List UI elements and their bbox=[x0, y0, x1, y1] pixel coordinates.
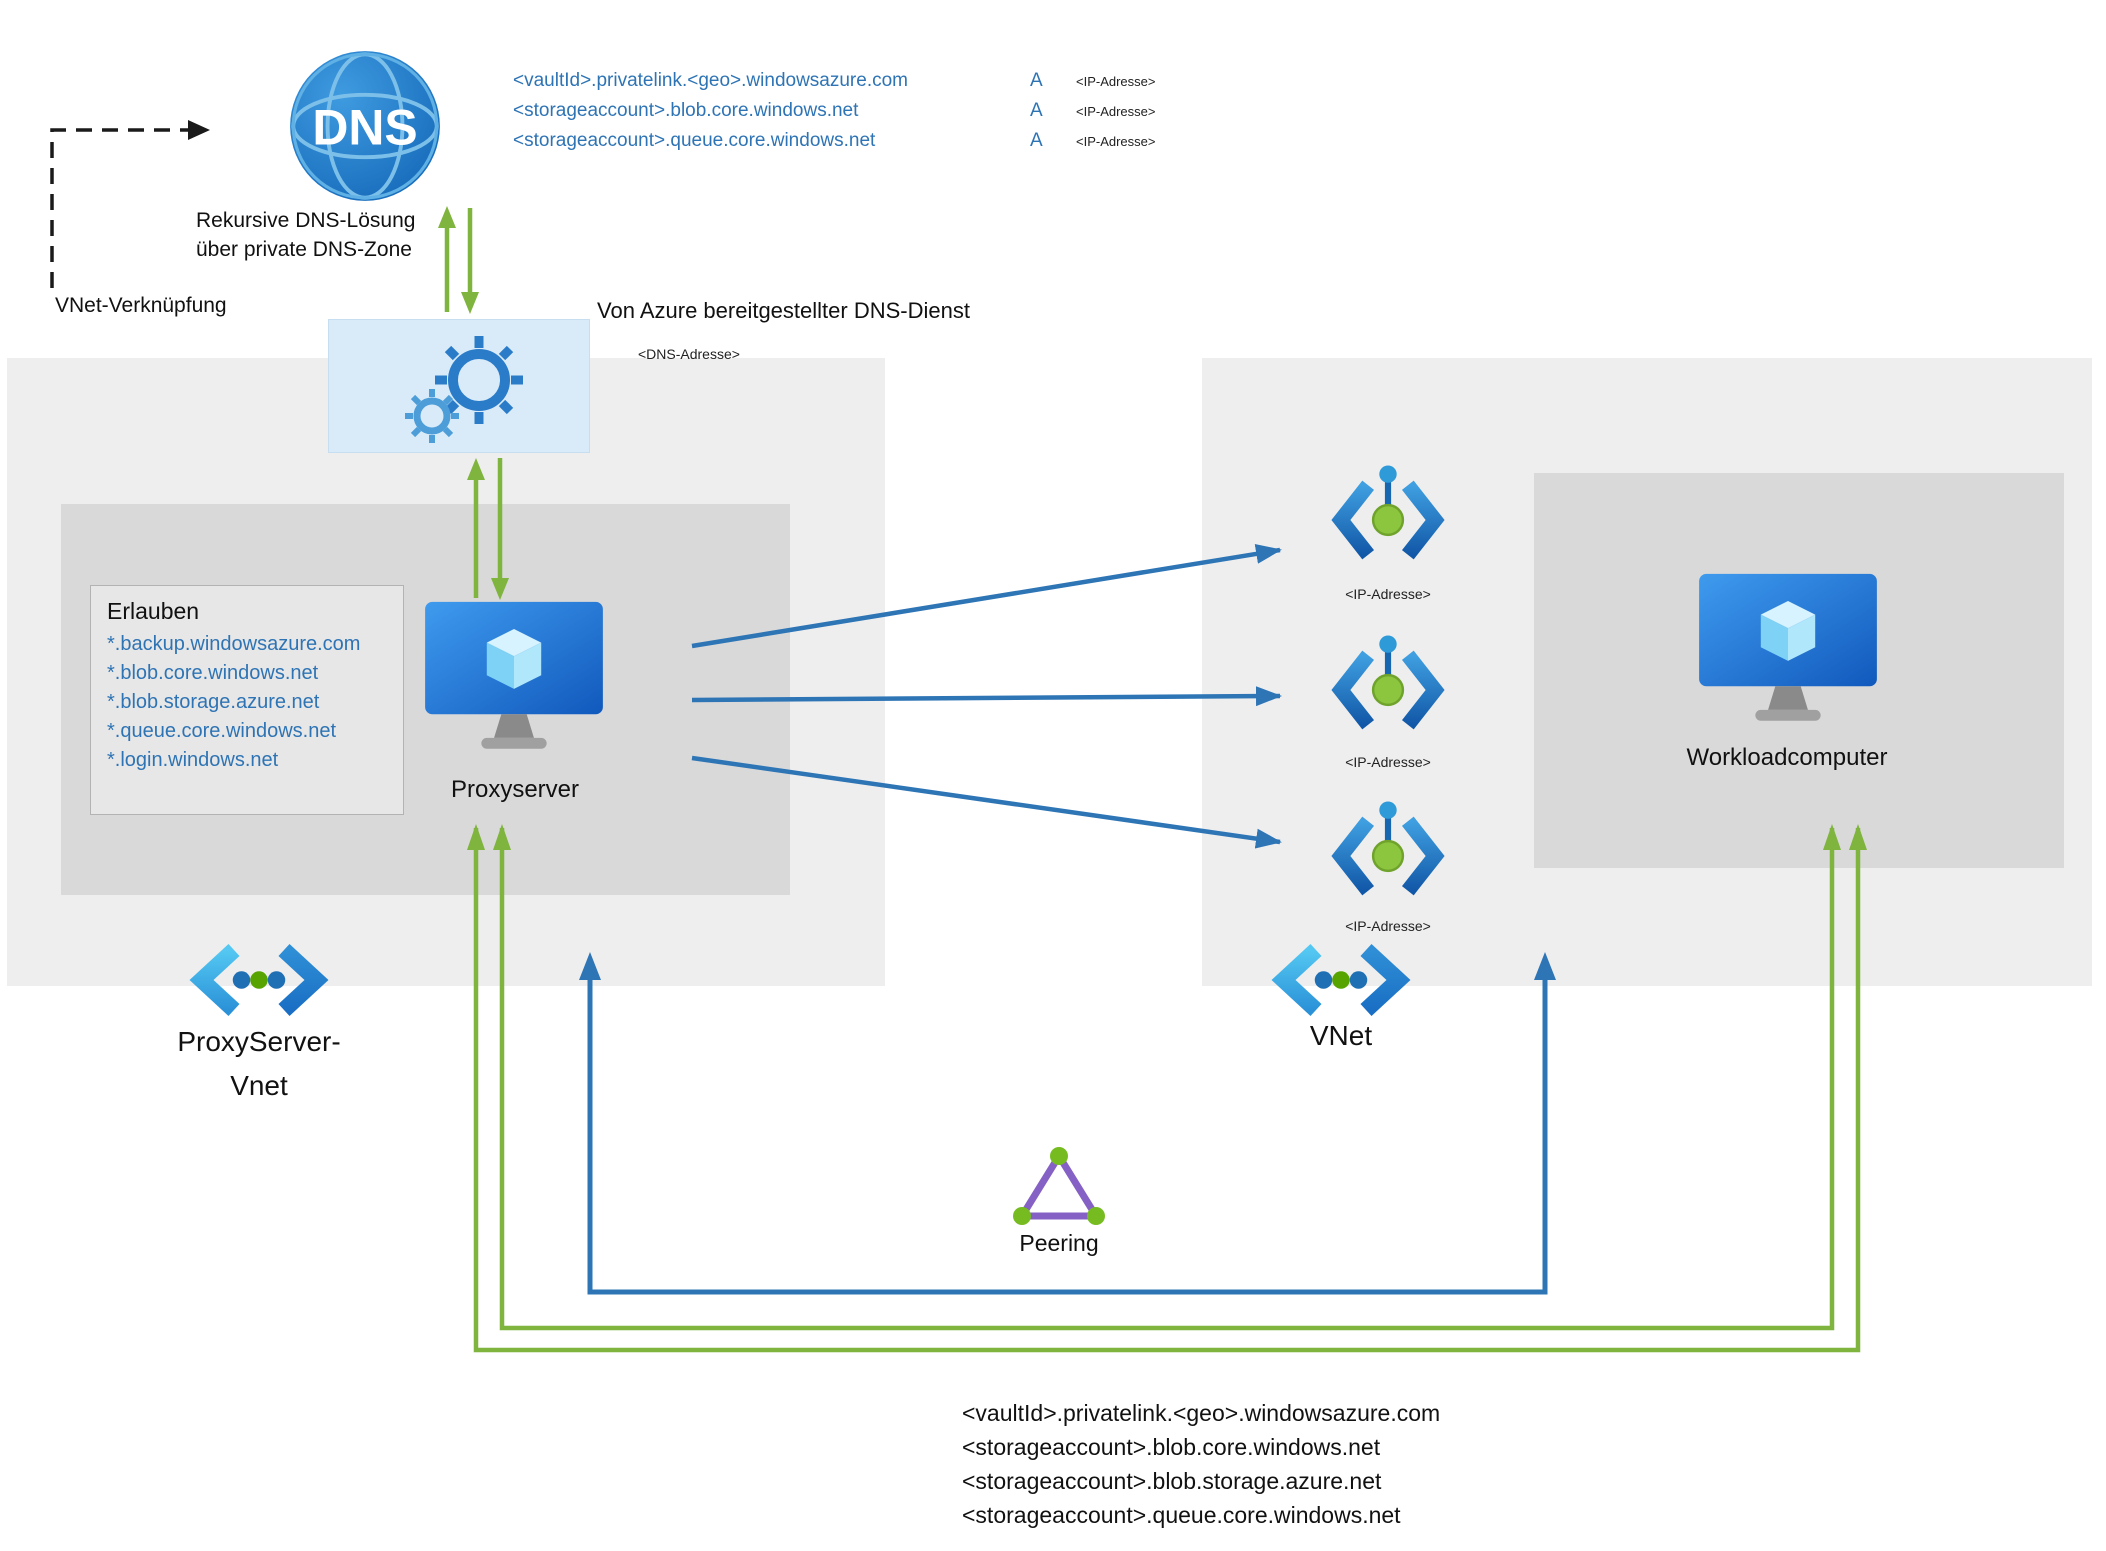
dns-gears-double-arrow bbox=[438, 206, 479, 314]
resolved-name: <storageaccount>.queue.core.windows.net bbox=[962, 1502, 1401, 1528]
proxyserver-label: Proxyserver bbox=[450, 776, 580, 803]
vnet-link-label: VNet-Verknüpfung bbox=[55, 294, 227, 317]
allow-item: *.backup.windowsazure.com bbox=[107, 633, 361, 655]
recursive-dns-label: Rekursive DNS-Lösung über private DNS-Zo… bbox=[196, 206, 415, 264]
resolved-name: <vaultId>.privatelink.<geo>.windowsazure… bbox=[962, 1400, 1441, 1426]
dns-service-box bbox=[328, 319, 590, 453]
dns-record-type: A bbox=[1030, 100, 1043, 121]
private-endpoint-icon bbox=[1326, 628, 1450, 757]
peering-icon bbox=[1004, 1142, 1114, 1239]
dns-record-type: A bbox=[1030, 70, 1043, 91]
private-endpoint-icon bbox=[1326, 458, 1450, 587]
recursive-dns-line1: Rekursive DNS-Lösung bbox=[196, 209, 416, 232]
workloadcomputer-label: Workloadcomputer bbox=[1686, 744, 1888, 771]
dns-record-row: <storageaccount>.queue.core.windows.net … bbox=[513, 130, 1156, 160]
allow-item: *.login.windows.net bbox=[107, 749, 279, 771]
vnet-link-dashed-arrow bbox=[50, 128, 188, 288]
workload-monitor-icon bbox=[1697, 572, 1879, 733]
resolved-name: <storageaccount>.blob.storage.azure.net bbox=[962, 1468, 1382, 1494]
vnet-icon-left bbox=[184, 940, 334, 1025]
dns-icon-label: DNS bbox=[312, 100, 417, 156]
proxy-monitor-icon bbox=[423, 600, 605, 761]
resolved-name: <storageaccount>.blob.core.windows.net bbox=[962, 1434, 1381, 1460]
gears-icon bbox=[405, 336, 523, 443]
allow-title: Erlauben bbox=[107, 598, 200, 624]
dns-record-ip: <IP-Adresse> bbox=[1076, 134, 1156, 149]
resolved-names-list: <vaultId>.privatelink.<geo>.windowsazure… bbox=[962, 1396, 1440, 1532]
proxy-vnet-label-line1: ProxyServer- bbox=[177, 1026, 341, 1057]
dns-record-host: <storageaccount>.queue.core.windows.net bbox=[513, 130, 876, 151]
dns-address-label: <DNS-Adresse> bbox=[638, 346, 740, 362]
proxy-vnet-label-line2: Vnet bbox=[230, 1070, 288, 1101]
endpoint-ip-label: <IP-Adresse> bbox=[1345, 586, 1431, 602]
allow-item: *.blob.storage.azure.net bbox=[107, 691, 320, 713]
peering-label: Peering bbox=[1019, 1230, 1099, 1256]
private-endpoint-icon bbox=[1326, 794, 1450, 923]
allow-item: *.queue.core.windows.net bbox=[107, 720, 337, 742]
dns-record-host: <vaultId>.privatelink.<geo>.windowsazure… bbox=[513, 70, 909, 91]
dns-globe-icon: DNS bbox=[287, 48, 443, 209]
dns-record-ip: <IP-Adresse> bbox=[1076, 104, 1156, 119]
allow-item: *.blob.core.windows.net bbox=[107, 662, 319, 684]
dns-records-table: <vaultId>.privatelink.<geo>.windowsazure… bbox=[513, 70, 1156, 160]
dns-record-ip: <IP-Adresse> bbox=[1076, 74, 1156, 89]
dns-record-row: <vaultId>.privatelink.<geo>.windowsazure… bbox=[513, 70, 1156, 100]
vnet-icon-right bbox=[1266, 940, 1416, 1025]
vnet-link-arrowhead bbox=[188, 120, 210, 140]
dns-record-row: <storageaccount>.blob.core.windows.net A… bbox=[513, 100, 1156, 130]
endpoint-ip-label: <IP-Adresse> bbox=[1345, 754, 1431, 770]
allow-box: Erlauben *.backup.windowsazure.com *.blo… bbox=[90, 585, 404, 815]
proxy-vnet-label: ProxyServer- Vnet bbox=[134, 1020, 384, 1108]
vnet-label: VNet bbox=[1309, 1020, 1373, 1051]
dns-record-type: A bbox=[1030, 130, 1043, 151]
recursive-dns-line2: über private DNS-Zone bbox=[196, 238, 412, 261]
dns-service-label: Von Azure bereitgestellter DNS-Dienst bbox=[597, 298, 970, 323]
endpoint-ip-label: <IP-Adresse> bbox=[1345, 918, 1431, 934]
dns-record-host: <storageaccount>.blob.core.windows.net bbox=[513, 100, 859, 121]
